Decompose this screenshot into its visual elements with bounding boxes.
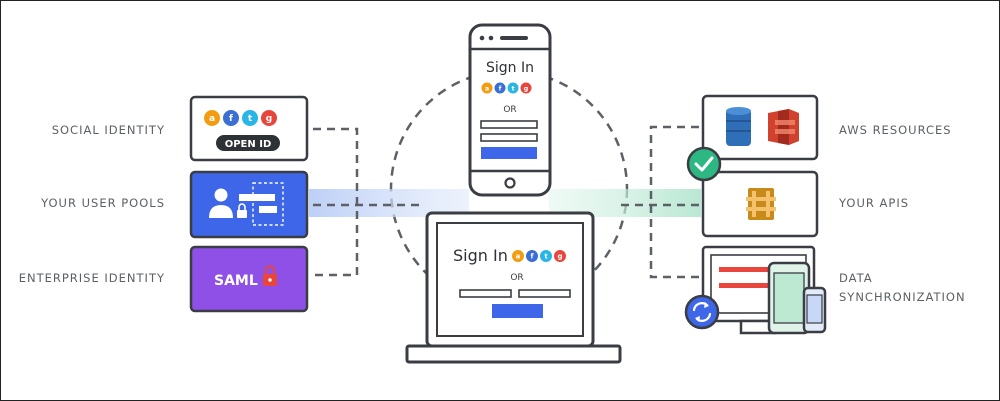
enterprise-lock-icon — [263, 265, 277, 286]
label-enterprise-identity: ENTERPRISE IDENTITY — [18, 271, 165, 285]
phone-facebook-icon — [494, 82, 506, 94]
phone-or-label: OR — [503, 105, 516, 115]
amazon-logo-icon — [204, 110, 220, 126]
google-logo-icon — [261, 110, 277, 126]
social-letter-a: a — [209, 114, 215, 124]
lock-icon — [237, 203, 247, 218]
facebook-logo-icon — [223, 110, 239, 126]
user-pools-card — [189, 170, 309, 239]
user-pool-form-box — [252, 182, 284, 226]
phone-signin-button — [481, 147, 537, 159]
label-synchronization: SYNCHRONIZATION — [839, 290, 966, 304]
check-icon — [694, 156, 714, 172]
phone-letter-t: t — [511, 85, 514, 93]
phone-amazon-icon — [481, 82, 493, 94]
sync-bar-1 — [719, 267, 771, 272]
label-your-user-pools: YOUR USER POOLS — [41, 196, 165, 210]
twitter-logo-icon — [242, 110, 258, 126]
social-letter-f: f — [229, 114, 233, 124]
saml-label: SAML — [214, 273, 258, 289]
laptop-signin-button — [492, 304, 543, 318]
laptop-letter-f: f — [530, 253, 534, 261]
phone-signin-title: Sign In — [486, 60, 534, 76]
label-aws-resources: AWS RESOURCES — [839, 123, 952, 137]
phone-camera-dot — [479, 35, 485, 41]
sync-bar-2 — [719, 283, 771, 288]
phone-device: Sign In a f t g OR — [468, 23, 552, 197]
label-social-identity: SOCIAL IDENTITY — [51, 123, 165, 137]
label-data: DATA — [839, 271, 873, 285]
user-pool-field-1 — [239, 194, 275, 201]
laptop-password-field — [518, 289, 571, 298]
enterprise-identity-card: SAML — [189, 245, 309, 313]
user-icon — [209, 188, 233, 218]
laptop-letter-g: g — [557, 253, 562, 261]
laptop-base — [405, 344, 622, 364]
phone-home-button — [504, 177, 516, 189]
aws-resources-card — [701, 94, 819, 161]
phone-speaker — [500, 36, 528, 40]
phone-letter-f: f — [499, 85, 502, 93]
laptop-signin-title: Sign In — [453, 246, 508, 265]
social-letter-g: g — [266, 114, 272, 124]
openid-label: OPEN ID — [225, 139, 272, 150]
openid-pill — [216, 135, 280, 151]
api-gateway-icon — [746, 188, 776, 220]
check-badge — [686, 146, 722, 182]
your-apis-card — [701, 170, 819, 238]
phone-username-field — [480, 120, 538, 129]
laptop-twitter-icon — [540, 250, 552, 262]
phone-letter-g: g — [524, 85, 529, 93]
phone-sensor-dot — [488, 35, 494, 41]
laptop-or-label: OR — [510, 273, 523, 283]
laptop-username-field — [459, 289, 512, 298]
s3-bucket-icon — [768, 109, 799, 145]
database-icon — [726, 107, 751, 146]
sync-badge — [684, 294, 720, 330]
phone-letter-a: a — [485, 85, 489, 93]
laptop-device: Sign In a f t g OR — [405, 211, 622, 364]
social-letter-t: t — [248, 114, 253, 124]
phone-password-field — [480, 133, 538, 142]
social-identity-card: a f t g OPEN ID — [189, 95, 309, 162]
user-pool-field-2 — [259, 206, 277, 213]
phone-twitter-icon — [507, 82, 519, 94]
phone-google-icon — [520, 82, 532, 94]
laptop-facebook-icon — [526, 250, 538, 262]
laptop-amazon-icon — [512, 250, 524, 262]
laptop-google-icon — [554, 250, 566, 262]
label-your-apis: YOUR APIS — [839, 196, 910, 210]
laptop-letter-t: t — [544, 253, 548, 261]
data-sync-devices — [701, 245, 827, 335]
laptop-letter-a: a — [516, 253, 521, 261]
left-connectors — [313, 127, 421, 277]
